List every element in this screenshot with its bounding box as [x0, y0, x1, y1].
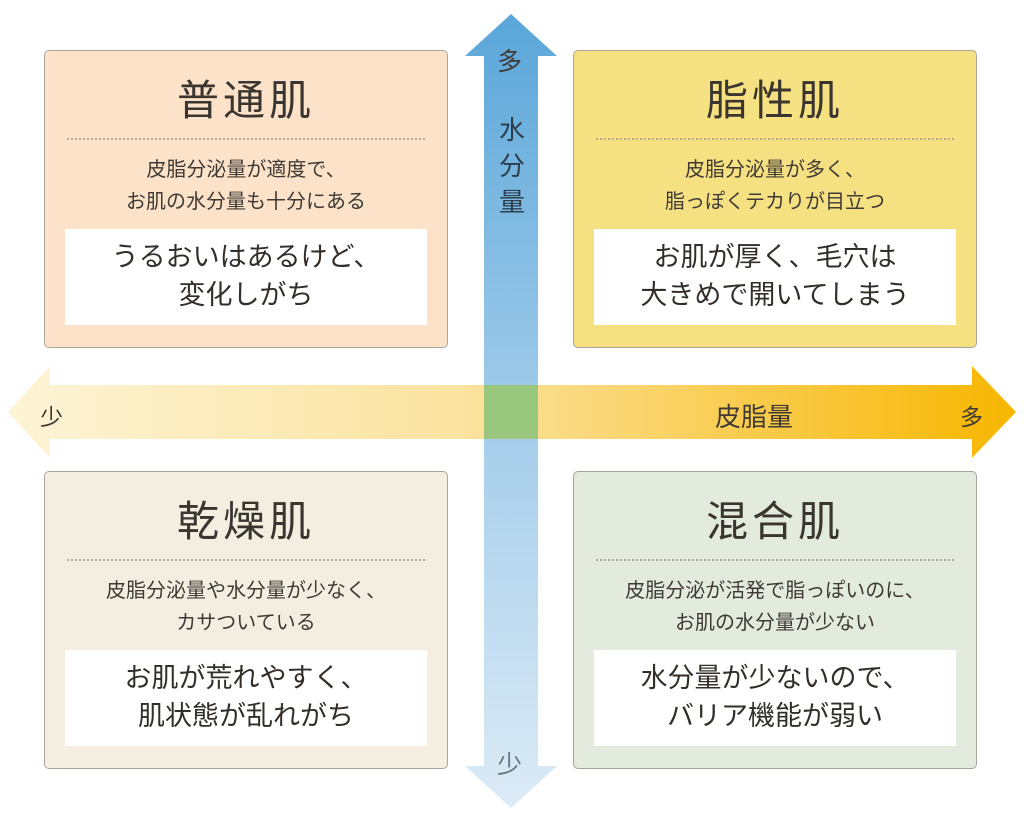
quadrant-note: うるおいはあるけど、 変化しがち — [65, 229, 427, 325]
quadrant-title: 混合肌 — [705, 497, 844, 546]
axis-intersection — [484, 385, 538, 439]
note-line: 水分量が少ないので、 — [640, 663, 910, 694]
note-line: うるおいはあるけど、 — [111, 242, 381, 273]
quadrant-combination-skin: 混合肌 皮脂分泌が活発で脂っぽいのに、 お肌の水分量が少ない 水分量が少ないので… — [573, 471, 977, 769]
quadrant-description: 皮脂分泌量や水分量が少なく、 カサついている — [45, 574, 447, 638]
note-line: バリア機能が弱い — [667, 701, 883, 732]
description-line: 皮脂分泌が活発で脂っぽいのに、 — [625, 578, 925, 602]
quadrant-description: 皮脂分泌量が多く、 脂っぽくテカりが目立つ — [574, 153, 976, 217]
quadrant-dry-skin: 乾燥肌 皮脂分泌量や水分量が少なく、 カサついている お肌が荒れやすく、 肌状態… — [44, 471, 448, 769]
quadrant-note: お肌が厚く、毛穴は 大きめで開いてしまう — [594, 229, 956, 325]
description-line: 皮脂分泌量が適度で、 — [146, 157, 346, 181]
vertical-axis-label-char: 分 — [498, 152, 525, 182]
quadrant-oily-skin: 脂性肌 皮脂分泌量が多く、 脂っぽくテカりが目立つ お肌が厚く、毛穴は 大きめで… — [573, 50, 977, 348]
dotted-divider — [67, 138, 425, 140]
note-line: 大きめで開いてしまう — [640, 280, 910, 311]
description-line: お肌の水分量も十分にある — [126, 189, 366, 213]
description-line: 皮脂分泌量が多く、 — [685, 157, 865, 181]
vertical-axis-top-label: 多 — [497, 47, 523, 76]
quadrant-note: 水分量が少ないので、 バリア機能が弱い — [594, 650, 956, 746]
quadrant-note: お肌が荒れやすく、 肌状態が乱れがち — [65, 650, 427, 746]
description-line: お肌の水分量が少ない — [675, 610, 875, 634]
dotted-divider — [596, 138, 954, 140]
quadrant-title: 乾燥肌 — [176, 497, 315, 546]
description-line: 脂っぽくテカりが目立つ — [665, 189, 885, 213]
dotted-divider — [596, 559, 954, 561]
description-line: カサついている — [176, 610, 316, 634]
note-line: お肌が厚く、毛穴は — [653, 242, 897, 273]
horizontal-axis-right-label: 多 — [960, 405, 983, 431]
note-line: お肌が荒れやすく、 — [124, 663, 368, 694]
quadrant-title: 脂性肌 — [705, 76, 844, 125]
quadrant-description: 皮脂分泌量が適度で、 お肌の水分量も十分にある — [45, 153, 447, 217]
quadrant-description: 皮脂分泌が活発で脂っぽいのに、 お肌の水分量が少ない — [574, 574, 976, 638]
horizontal-axis-label: 皮脂量 — [715, 403, 794, 433]
horizontal-axis-left-label: 少 — [40, 405, 63, 431]
quadrant-normal-skin: 普通肌 皮脂分泌量が適度で、 お肌の水分量も十分にある うるおいはあるけど、 変… — [44, 50, 448, 348]
dotted-divider — [67, 559, 425, 561]
quadrant-title: 普通肌 — [176, 76, 315, 125]
vertical-axis-label: 水分量 — [497, 113, 527, 221]
vertical-axis-bottom-label: 少 — [497, 750, 523, 779]
note-line: 変化しがち — [178, 280, 314, 311]
vertical-axis-label-char: 水 — [498, 116, 525, 146]
vertical-axis-label-char: 量 — [498, 188, 525, 218]
note-line: 肌状態が乱れがち — [138, 701, 354, 732]
description-line: 皮脂分泌量や水分量が少なく、 — [106, 578, 386, 602]
